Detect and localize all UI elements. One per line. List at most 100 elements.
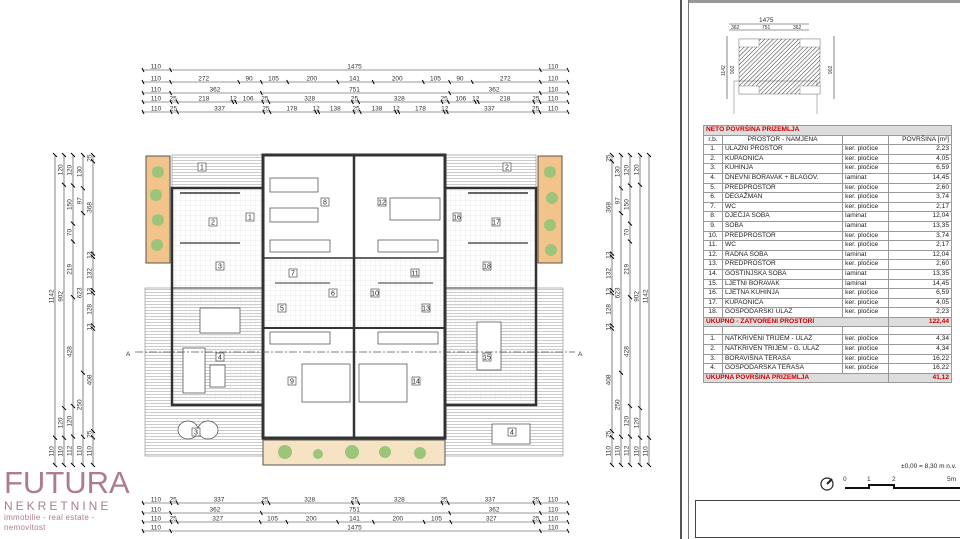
cell-area: 14,45: [888, 278, 952, 290]
dimension-label: 130: [77, 166, 84, 177]
dimension-tick: [357, 99, 361, 105]
dimension-label: 408: [606, 374, 613, 385]
dimension-tick: [609, 152, 615, 158]
room-number: 14: [412, 379, 420, 386]
dimension-label: 250: [615, 399, 622, 410]
dimension-tick: [70, 183, 76, 188]
dimension-label: 362: [210, 87, 221, 94]
dimension-tick: [141, 519, 145, 525]
cell-area: 13,35: [888, 268, 952, 280]
header-rb: r.b.: [703, 134, 723, 146]
dimension-label: 1142: [49, 289, 56, 303]
dimension-label: 623: [77, 287, 84, 298]
logo-tagline: immobilie - real estate - nemovitost: [4, 513, 95, 532]
cell-rb: 1.: [703, 144, 723, 155]
dimension-label: 200: [306, 516, 317, 523]
room-number: 7: [291, 271, 295, 278]
dimension-tick: [90, 323, 96, 328]
dimension-label: 751: [349, 507, 360, 514]
cell-rb: 13.: [703, 259, 723, 270]
dimension-tick: [336, 519, 340, 525]
cell-rb: 5.: [703, 182, 723, 194]
dimension-tick: [446, 99, 450, 105]
dimension-label: 97: [615, 197, 622, 205]
cell-name: RADNA SOBA: [721, 249, 844, 261]
key-plan-height: 1142: [721, 65, 727, 76]
dimension-label: 178: [286, 106, 297, 113]
cell-floor: ker. pločice: [842, 182, 890, 194]
cell-floor: laminat: [842, 172, 890, 184]
cell-floor: ker. pločice: [842, 297, 890, 309]
dimension-label: 110: [151, 64, 162, 71]
cell-name: PREDPROSTOR: [721, 182, 844, 194]
dimension-tick: [285, 519, 289, 525]
cell-area: 14,45: [888, 172, 952, 184]
dimension-tick: [609, 435, 615, 440]
room-number: 10: [371, 291, 379, 298]
dimension-tick: [440, 500, 444, 506]
room-number: 15: [483, 355, 491, 362]
dimension-tick: [267, 500, 271, 506]
room-number-box: [215, 261, 225, 271]
dimension-tick: [61, 435, 67, 441]
cell-floor: laminat: [842, 278, 890, 290]
cell-name: NATKRIVEN TRIJEM - G. ULAZ: [721, 344, 844, 355]
dimension-label: 362: [210, 507, 221, 514]
dimension-tick: [448, 90, 452, 96]
dimension-label: 112: [624, 445, 631, 456]
key-plan-height-right: 902: [828, 65, 834, 74]
dimension-label: 130: [615, 166, 622, 177]
cell-name: KUHINJA: [721, 163, 844, 174]
dimension-tick: [448, 79, 452, 85]
cell-name: GOSPODARSKA TERASA: [721, 363, 844, 374]
dimension-tick: [169, 99, 173, 105]
dimension-tick: [627, 239, 633, 244]
dimension-tick: [627, 434, 633, 439]
key-plan-height-inner: 902: [730, 65, 736, 74]
north-arrow-icon: [820, 477, 834, 491]
dimension-label: 337: [485, 497, 496, 504]
cell-rb: 7.: [703, 201, 723, 213]
dimension-label: 105: [430, 76, 441, 83]
dimension-label: 219: [624, 264, 631, 275]
room-number-box: [370, 288, 380, 298]
dimension-label: 1475: [347, 525, 362, 532]
cell-floor: ker. pločice: [842, 353, 890, 365]
dimension-label: 327: [212, 516, 223, 523]
dimension-tick: [267, 99, 271, 105]
dimension-tick: [532, 109, 535, 115]
dimension-label: 25: [262, 106, 270, 113]
room-number-box: [328, 288, 338, 298]
dimension-label: 97: [77, 197, 84, 205]
dimension-tick: [538, 528, 542, 534]
dimension-label: 623: [615, 287, 622, 298]
room-number: 1: [248, 215, 252, 222]
terrace-number-box: [197, 162, 207, 172]
dimension-tick: [90, 290, 96, 296]
cell-floor: ker. pločice: [842, 259, 890, 270]
dimension-label: 90: [245, 76, 253, 83]
cell-name: ULAZNI PROSTOR: [721, 144, 844, 155]
logo-subtitle: NEKRETNINE: [4, 499, 112, 513]
dimension-label: 120: [634, 417, 641, 428]
room-number: 12: [378, 200, 386, 207]
dimension-tick: [609, 428, 615, 434]
dimension-tick: [261, 99, 265, 105]
dimension-label: 128: [606, 304, 613, 315]
cell-floor: ker. pločice: [842, 144, 890, 155]
dimension-label: 408: [87, 374, 94, 385]
terrace-number: 2: [505, 165, 509, 172]
room-number-box: [287, 376, 297, 386]
dimension-tick: [449, 519, 453, 525]
dimension-tick: [175, 500, 179, 506]
dimension-tick: [394, 109, 398, 115]
cell-floor: ker. pločice: [842, 163, 890, 174]
dimension-tick: [80, 434, 86, 440]
dimension-label: 110: [606, 446, 613, 457]
dimension-label: 328: [394, 497, 405, 504]
dimension-label: 250: [77, 399, 84, 410]
